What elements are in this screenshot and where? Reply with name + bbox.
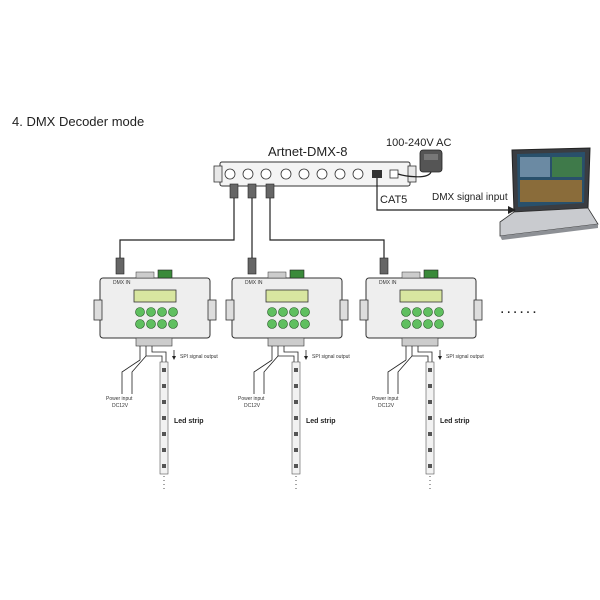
decoder-1 (93, 269, 217, 490)
device-label: Artnet-DMX-8 (268, 144, 348, 159)
decoder-2-power-label: Power input (238, 396, 265, 402)
decoder-1-spi-label: SPI signal output (180, 354, 218, 360)
continuation-dots: ...... (500, 300, 539, 317)
laptop-icon (499, 147, 599, 240)
decoder-1-power-label: Power input (106, 396, 133, 402)
page-title: 4. DMX Decoder mode (12, 114, 145, 129)
decoder-2-strip-label: Led strip (306, 418, 336, 425)
decoder-3-spi-label: SPI signal output (446, 354, 484, 360)
power-adapter-icon (397, 149, 443, 178)
decoder-3-power-label: Power input (372, 396, 399, 402)
dmx-input-label: DMX signal input (432, 192, 508, 203)
decoder-3-strip-label: Led strip (440, 418, 470, 425)
decoder-1-voltage-label: DC12V (112, 403, 129, 409)
cable-label: CAT5 (380, 194, 408, 206)
decoder-3-voltage-label: DC12V (378, 403, 395, 409)
decoder-3-dmx-in-label: DMX IN (379, 280, 397, 286)
decoder-1-strip-label: Led strip (174, 418, 204, 425)
decoder-2-spi-label: SPI signal output (312, 354, 350, 360)
power-label: 100-240V AC (386, 137, 452, 149)
decoder-2-dmx-in-label: DMX IN (245, 280, 263, 286)
decoder-3 (359, 269, 483, 490)
decoder-1-dmx-in-label: DMX IN (113, 280, 131, 286)
artnet-dmx-8-unit (213, 161, 417, 187)
decoder-2 (225, 269, 349, 490)
decoder-2-voltage-label: DC12V (244, 403, 261, 409)
